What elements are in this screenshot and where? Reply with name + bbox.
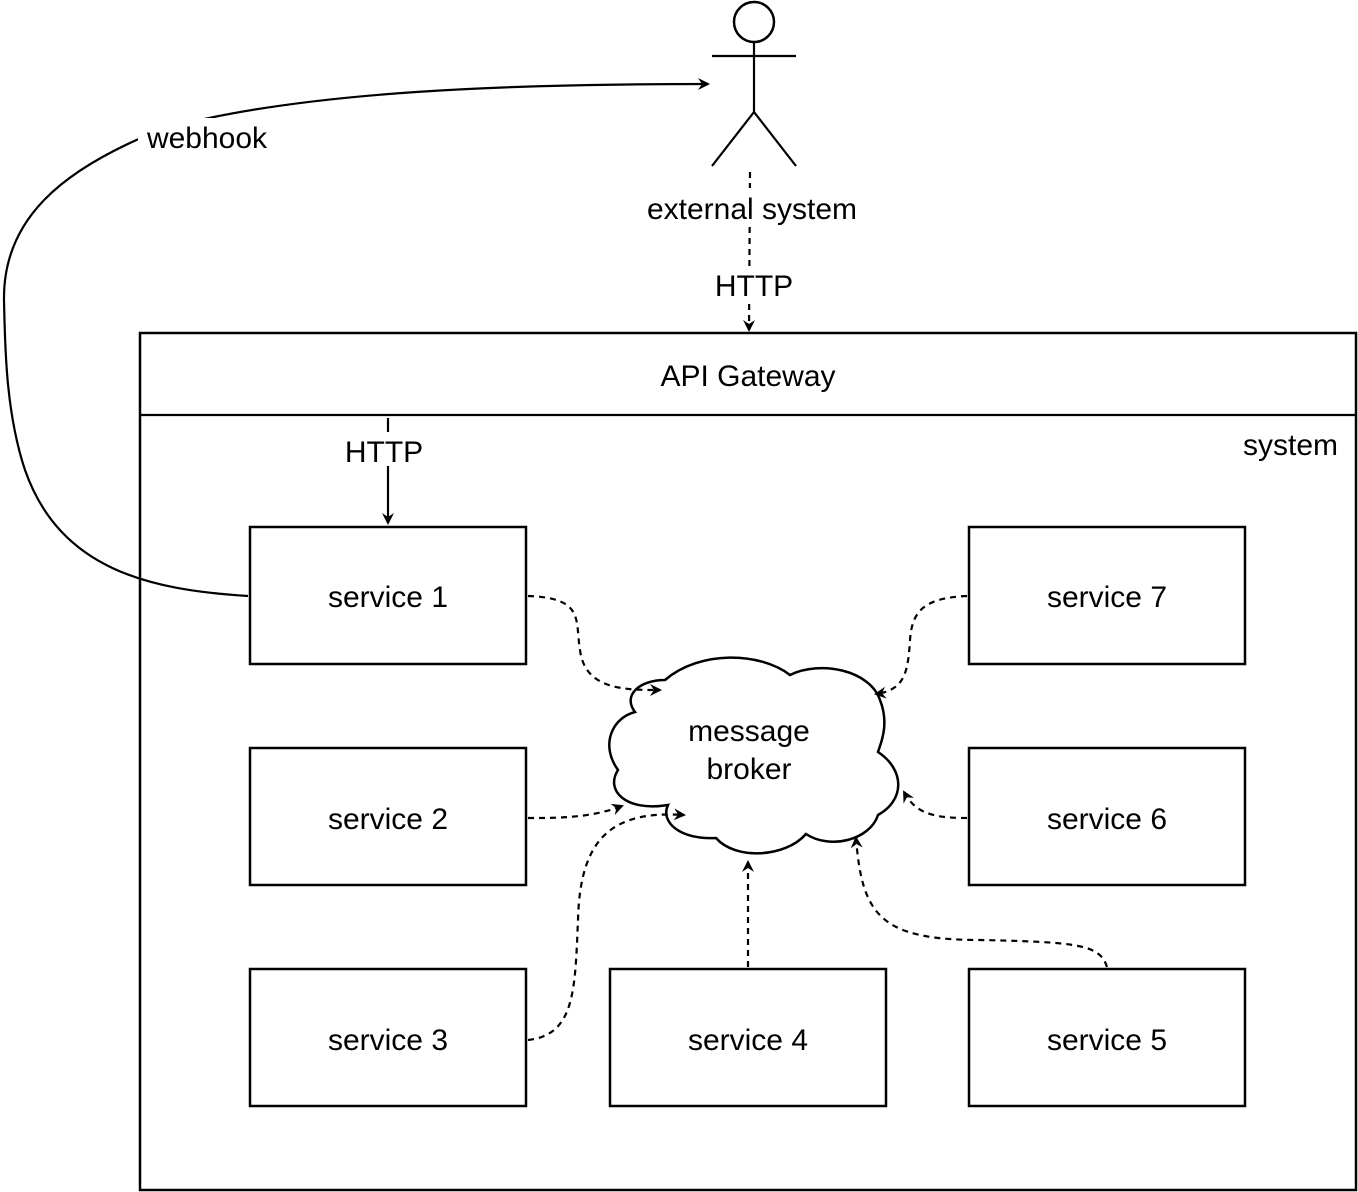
- service-6-node: service 6: [967, 746, 1247, 887]
- service-6-label: service 6: [1047, 803, 1167, 836]
- service-2-label: service 2: [328, 803, 448, 836]
- edge-service-2-to-broker: [527, 803, 624, 820]
- system-label: system: [1243, 429, 1338, 462]
- edge-service-7-to-broker: [874, 594, 968, 699]
- service-4-label: service 4: [688, 1024, 808, 1057]
- service-7-node: service 7: [967, 525, 1247, 666]
- service-5-label: service 5: [1047, 1024, 1167, 1057]
- service-4-node: service 4: [608, 967, 888, 1108]
- service-7-label: service 7: [1047, 581, 1167, 614]
- service-3-node: service 3: [248, 967, 528, 1108]
- edge-service-6-to-broker: [903, 790, 968, 820]
- service-6-box: [967, 746, 1247, 887]
- service-4-box: [608, 967, 888, 1108]
- actor-label: external system: [647, 193, 857, 226]
- service-7-box: [967, 525, 1247, 666]
- actor-label-bg: [634, 188, 870, 226]
- edge-webhook: [2, 78, 710, 598]
- service-3-label: service 3: [328, 1024, 448, 1057]
- external-http-label: HTTP: [715, 270, 793, 303]
- external-system-actor: [711, 0, 797, 167]
- service-5-box: [967, 967, 1247, 1108]
- message-broker-cloud: [608, 656, 900, 855]
- service-3-box: [248, 967, 528, 1108]
- webhook-label-bg: [138, 118, 276, 156]
- service-1-node: service 1: [248, 525, 528, 666]
- service-2-box: [248, 746, 528, 887]
- actor-right-leg: [753, 111, 797, 167]
- broker-label-line1: message: [688, 715, 810, 748]
- service-1-label: service 1: [328, 581, 448, 614]
- edge-service-1-to-broker: [527, 594, 662, 696]
- service-2-node: service 2: [248, 746, 528, 887]
- edge-service-5-to-broker: [850, 836, 1109, 968]
- webhook-label: webhook: [146, 122, 268, 155]
- external-http-label-bg: [708, 266, 800, 302]
- service-1-box: [248, 525, 528, 666]
- system-frame: [138, 331, 1358, 1192]
- actor-left-leg: [711, 111, 755, 167]
- gateway-http-label: HTTP: [345, 436, 423, 469]
- broker-label-line2: broker: [706, 753, 791, 786]
- edge-service-3-to-broker: [527, 808, 686, 1042]
- service-5-node: service 5: [967, 967, 1247, 1108]
- actor-head: [732, 0, 776, 44]
- gateway-label: API Gateway: [660, 360, 835, 393]
